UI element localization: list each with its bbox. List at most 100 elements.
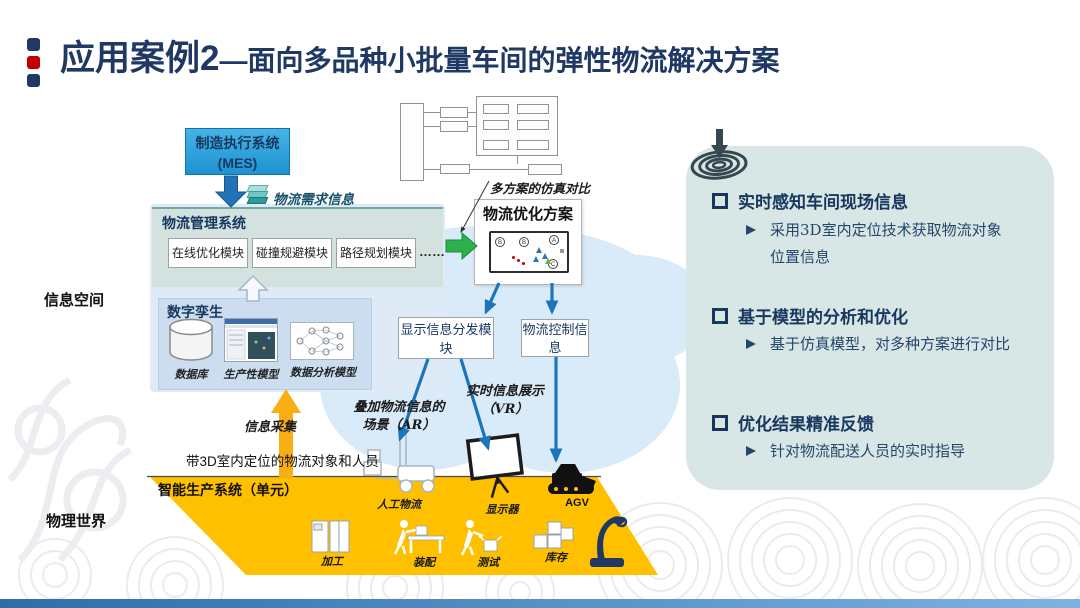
panel-item2-sub: 基于仿真模型，对多种方案进行对比 [746, 331, 1012, 358]
vr-label-line2: （VR） [481, 402, 529, 417]
summary-panel [686, 146, 1054, 490]
panel-item1-heading: 实时感知车间现场信息 [712, 188, 908, 213]
panel-item1-sub-text: 采用3D室内定位技术获取物流对象位置信息 [770, 221, 1002, 266]
square-bullet-icon [712, 308, 728, 324]
panel-item2-heading: 基于模型的分析和优化 [712, 303, 908, 328]
monitor-icon [465, 433, 524, 499]
plot-marker-circle: B [495, 237, 505, 247]
bottom-accent-bar [0, 599, 1080, 608]
green-right-arrow [445, 231, 478, 261]
panel-item3-sub: 针对物流配送人员的实时指导 [746, 438, 1060, 465]
twin-analysis-label: 数据分析模型 [290, 366, 356, 379]
flowchart-box [483, 140, 509, 150]
flowchart-box [517, 140, 549, 150]
flowchart-line [468, 126, 476, 127]
lms-module-path-planning: 路径规划模块 [336, 238, 416, 268]
plot-marker-circle: A [549, 235, 559, 245]
flowchart-line [468, 112, 476, 113]
agv-icon [548, 464, 596, 494]
square-bullet-icon [712, 193, 728, 209]
arrow-bullet-icon [746, 225, 756, 235]
machining-label: 加工 [321, 555, 343, 568]
manual-logistics-label: 人工物流 [377, 498, 421, 511]
twin-prod-label: 生产性模型 [223, 368, 279, 381]
mes-line1: 制造执行系统 [195, 135, 280, 151]
floor-title: 智能生产系统（单元） [158, 482, 298, 498]
info-collect-label: 信息采集 [244, 420, 297, 435]
plot-triangle-blue [533, 256, 539, 262]
flowchart-box [517, 104, 549, 114]
agv-label: AGV [565, 497, 589, 509]
flowchart-box [400, 103, 424, 181]
assembly-label: 装配 [413, 556, 435, 569]
flowchart-box [440, 164, 470, 174]
twin-db-label: 数据库 [174, 368, 208, 381]
monitor-label: 显示器 [485, 503, 519, 516]
flowchart-line [517, 156, 518, 164]
plot-dot-red [512, 256, 515, 259]
flowchart-line [424, 126, 440, 127]
testing-icon [460, 520, 503, 556]
inventory-label: 库存 [545, 551, 567, 564]
info-space-label: 信息空间 [44, 292, 105, 309]
panel-item1-heading-text: 实时感知车间现场信息 [738, 193, 908, 212]
target-ripple-icon [690, 129, 748, 180]
plot-triangle-green [545, 258, 551, 264]
plot-square-gray [560, 249, 564, 253]
mes-box: 制造执行系统 (MES) [185, 128, 290, 175]
lms-module-collision-avoidance: 碰撞规避模块 [252, 238, 332, 268]
plot-marker-circle: B [519, 237, 529, 247]
production-model-thumbnail [224, 318, 278, 362]
lms-title: 物流管理系统 [162, 215, 246, 231]
robot-arm-icon [590, 516, 628, 567]
logistics-control-info-box: 物流控制信息 [521, 319, 589, 357]
title-marker-square-3 [27, 74, 40, 87]
database-cylinder-icon [169, 318, 213, 361]
flowchart-box [483, 104, 509, 114]
flowchart-line [424, 112, 440, 113]
flowchart-box [517, 120, 549, 130]
machining-icon [311, 520, 350, 553]
square-bullet-icon [712, 415, 728, 431]
lms-module-online-optimization: 在线优化模块 [168, 238, 248, 268]
mes-down-arrow [214, 175, 248, 208]
ar-label-line2: 场景（AR） [362, 418, 436, 433]
demand-stack-icon [246, 185, 269, 204]
mes-line2: (MES) [217, 155, 258, 171]
data-analysis-model-thumbnail [290, 322, 354, 360]
inventory-icon [533, 521, 574, 549]
plot-dot-red [517, 259, 520, 262]
page-title-strong: 应用案例2 [60, 39, 220, 78]
panel-item3-heading-text: 优化结果精准反馈 [738, 415, 874, 434]
lms-more-ellipsis: …… [419, 244, 445, 259]
ar-label-line1: 叠加物流信息的 [353, 400, 445, 415]
arrow-bullet-icon [746, 339, 756, 349]
testing-label: 测试 [477, 556, 499, 569]
flowchart-box [528, 164, 562, 175]
panel-item2-sub-text: 基于仿真模型，对多种方案进行对比 [770, 335, 1011, 353]
physical-world-label: 物理世界 [46, 513, 107, 530]
display-info-distribution-box: 显示信息分发模块 [398, 317, 494, 359]
flowchart-box [440, 107, 468, 118]
panel-item3-sub-text: 针对物流配送人员的实时指导 [770, 442, 966, 460]
positioning-label: 带3D室内定位的物流对象和人员 [186, 454, 379, 469]
demand-label: 物流需求信息 [273, 192, 354, 208]
flowchart-line [424, 169, 440, 170]
flowchart-box [483, 120, 509, 130]
optimization-title: 物流优化方案 [482, 206, 573, 223]
arrow-bullet-icon [746, 446, 756, 456]
assembly-icon [393, 520, 445, 555]
flowchart-line [470, 169, 528, 170]
plot-dot-red [522, 262, 525, 265]
vr-label-line1: 实时信息展示 [465, 384, 544, 399]
panel-item1-sub: 采用3D室内定位技术获取物流对象位置信息 [746, 217, 1008, 271]
title-marker-square-2 [27, 56, 40, 69]
flowchart-box [440, 121, 468, 132]
page-title-rest: —面向多品种小批量车间的弹性物流解决方案 [219, 45, 780, 76]
twin-title: 数字孪生 [167, 304, 223, 320]
panel-item2-heading-text: 基于模型的分析和优化 [738, 308, 908, 327]
panel-item3-heading: 优化结果精准反馈 [712, 410, 874, 435]
title-marker-square-1 [27, 38, 40, 51]
sim-compare-label: 多方案的仿真对比 [490, 181, 591, 196]
